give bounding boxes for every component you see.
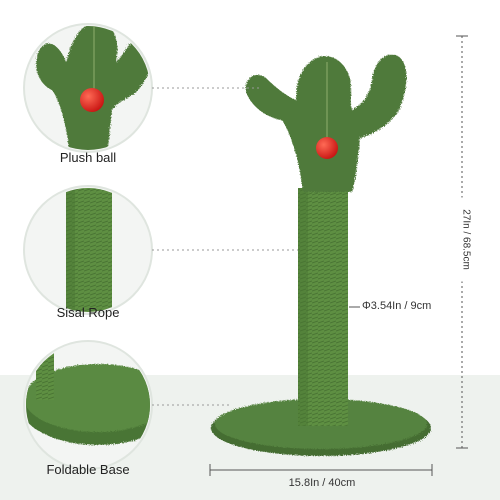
callout-label-plush-ball: Plush ball	[59, 150, 117, 165]
sisal-post	[298, 188, 348, 426]
callout-label-foldable-base: Foldable Base	[46, 462, 130, 477]
dimension-diameter: Φ3.54In / 9cm	[362, 300, 432, 312]
callout-label-sisal-rope: Sisal Rope	[56, 305, 120, 320]
dimension-width: 15.8In / 40cm	[288, 477, 356, 489]
dimension-height: 27In / 68.5cm	[460, 197, 472, 282]
plush-ball-main	[316, 137, 338, 159]
cactus-top	[245, 54, 407, 192]
